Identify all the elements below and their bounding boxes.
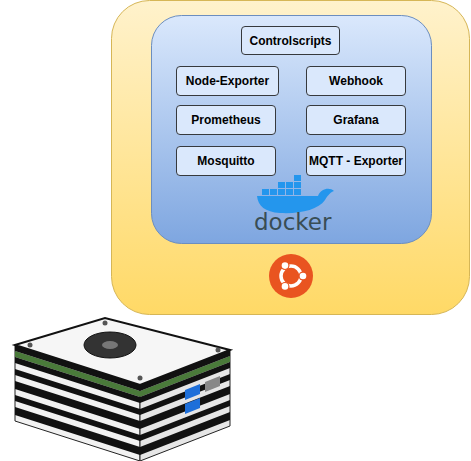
service-box: Node-Exporter <box>176 66 279 96</box>
service-label: Node-Exporter <box>186 74 269 88</box>
raspberry-pi-case <box>15 318 230 461</box>
service-label: MQTT - Exporter <box>309 154 403 168</box>
service-box: Mosquitto <box>176 146 276 176</box>
logo-wordmark: docker <box>254 209 331 235</box>
service-label: Grafana <box>333 113 378 127</box>
service-box: Controlscripts <box>241 26 340 55</box>
ubuntu-logo <box>269 254 313 298</box>
service-box: Webhook <box>306 66 406 96</box>
service-box: Prometheus <box>176 105 276 135</box>
docker-container <box>152 16 432 244</box>
host-container <box>112 1 470 315</box>
service-label: Controlscripts <box>249 34 331 48</box>
docker-logo <box>257 175 334 213</box>
service-label: Prometheus <box>191 113 260 127</box>
service-label: Mosquitto <box>197 154 254 168</box>
service-box: MQTT - Exporter <box>306 146 406 176</box>
service-box: Grafana <box>306 105 406 135</box>
service-label: Webhook <box>329 74 383 88</box>
